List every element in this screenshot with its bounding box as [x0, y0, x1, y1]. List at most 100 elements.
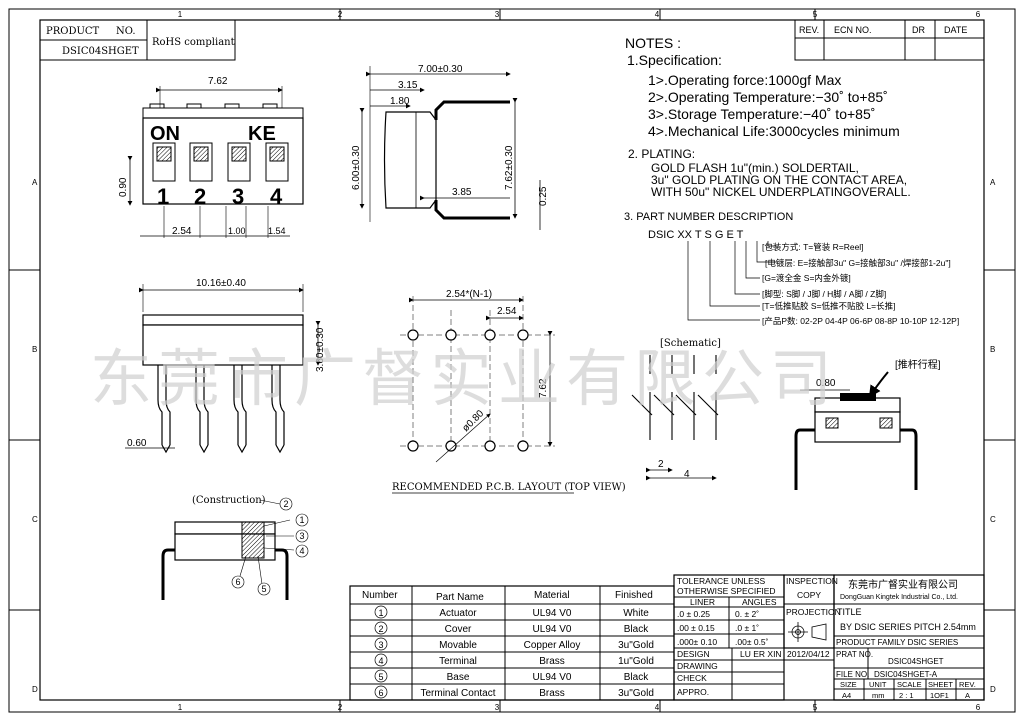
dim-100: 1.00 [228, 226, 246, 236]
top-view: 7.62 ON KE 1 2 3 4 0.90 2.54 1.00 1.54 [118, 76, 304, 238]
title-block: 东莞市广督实业有限公司 DongGuan Kingtek Industrial … [833, 574, 985, 701]
table-cell-number: 2 [378, 624, 383, 634]
pin-number-1: 1 [157, 184, 169, 209]
table-cell-number: 4 [378, 656, 383, 666]
grid-col-label: 2 [338, 703, 343, 712]
push-label: [推杆行程] [895, 358, 941, 371]
tol-row-2-angle: .0 ± 1˚ [735, 623, 759, 633]
front-view: 10.16±0.40 3.60±0.30 0.60 [125, 278, 326, 454]
pn-desc-1: [包装方式: T=管装 R=Reel] [762, 242, 864, 252]
grid-row-label: C [990, 515, 996, 524]
pn-desc-4: [脚型: S脚 / J脚 / H脚 / A脚 / Z脚] [762, 289, 886, 299]
dim-080: 0.80 [816, 378, 836, 389]
grid-ticks [9, 9, 1015, 712]
size-value: A4 [842, 691, 851, 700]
tol-row-2-liner: .00 ± 0.15 [677, 623, 715, 633]
inspection-label: INSPECTION [786, 576, 838, 586]
dim-360: 3.60±0.30 [315, 327, 326, 372]
grid-row-label: B [990, 345, 995, 354]
plating-line-1: GOLD FLASH 1u"(min.) SOLDERTAIL, [651, 161, 859, 175]
projection-symbol-icon [788, 622, 827, 642]
unit-value: mm [872, 691, 885, 700]
spec-item-1: 1>.Operating force:1000gf Max [648, 72, 841, 88]
table-cell-material: UL94 V0 [533, 672, 572, 683]
pn-code: DSIC XX T S G E T [648, 229, 744, 241]
schematic-dim-4: 4 [684, 469, 690, 480]
grid-col-label: 2 [338, 10, 343, 19]
grid-col-label: 1 [178, 10, 183, 19]
rohs-text: RoHS compliant [152, 37, 235, 48]
construction-callouts: 2 1 3 4 5 6 [231, 497, 309, 596]
tol-title-2: OTHERWISE SPECIFIED [677, 586, 776, 596]
sheet-header: SHEET [928, 680, 953, 689]
callout-4: 4 [299, 546, 304, 556]
pn-desc-3: [G=渡全金 S=内金外镀] [762, 273, 851, 283]
watermark: 东莞市广督实业有限公司 [90, 345, 838, 414]
dim-762-side: 7.62±0.30 [504, 145, 515, 190]
dim-025: 0.25 [538, 186, 549, 206]
pcb-dim-254: 2.54 [497, 306, 517, 317]
rev-header: REV. [799, 25, 819, 35]
construction-view: (Construction) 2 1 3 4 5 6 [161, 495, 309, 600]
tol-row-3-angle: .00± 0.5˚ [735, 637, 769, 647]
table-cell-part: Actuator [439, 608, 477, 619]
copy-label: COPY [797, 590, 821, 600]
row-number-circle [374, 605, 388, 619]
dim-315: 3.15 [398, 80, 418, 91]
pn-desc-5: [T=低推贴胶 S=低推不贴胶 L=长推] [762, 301, 895, 311]
table-cell-material: UL94 V0 [533, 608, 572, 619]
callout-3: 3 [299, 531, 304, 541]
date-header: DATE [944, 25, 967, 35]
rev-header-tb: REV. [959, 680, 976, 689]
grid-row-label: A [990, 178, 996, 187]
dim-385: 3.85 [452, 187, 472, 198]
tol-angles: ANGLES [742, 597, 777, 607]
notes: NOTES : 1.Specification: 1>.Operating fo… [624, 35, 959, 326]
table-cell-number: 6 [378, 688, 383, 698]
schematic: [Schematic] 2 4 [631, 338, 721, 481]
parts-header-finished: Finished [615, 590, 653, 601]
tol-row-1-liner: .0 ± 0.25 [677, 609, 710, 619]
construction-label: (Construction) [192, 495, 266, 506]
push-section: [推杆行程] 0.80 [794, 358, 941, 490]
pn-title: 3. PART NUMBER DESCRIPTION [624, 211, 793, 223]
dim-width-top: 7.62 [208, 76, 228, 87]
table-cell-finished: Black [624, 672, 649, 683]
tol-row-1-angle: 0. ± 2˚ [735, 609, 759, 619]
grid-col-label: 6 [976, 703, 981, 712]
product-label: PRODUCT [46, 26, 100, 37]
callout-2: 2 [283, 499, 288, 509]
dim-600: 6.00±0.30 [351, 145, 362, 190]
callout-5: 5 [261, 584, 266, 594]
spec-title: 1.Specification: [627, 52, 722, 68]
table-cell-finished: Black [624, 624, 649, 635]
pin-number-2: 2 [194, 184, 206, 209]
no-label: NO. [116, 26, 136, 37]
table-cell-material: Brass [539, 688, 565, 699]
dim-pitch-top: 2.54 [172, 226, 192, 237]
projection-label: PROJECTION [786, 607, 841, 617]
title-label: TITLE [837, 607, 862, 617]
inspection-block: INSPECTION COPY PROJECTION [783, 574, 841, 649]
part-no-label: PRAT NO. [836, 650, 873, 659]
plating-title: 2. PLATING: [628, 147, 695, 161]
ecn-header: ECN NO. [834, 25, 872, 35]
grid-col-label: 3 [495, 10, 500, 19]
tolerance-block: TOLERANCE UNLESS OTHERWISE SPECIFIED LIN… [673, 574, 834, 701]
dim-700: 7.00±0.30 [418, 64, 463, 75]
plating-line-2: 3u" GOLD PLATING ON THE CONTACT AREA, [651, 173, 907, 187]
row-number-circle [374, 669, 388, 683]
revision-block: REV. ECN NO. DR DATE [794, 19, 985, 61]
table-cell-finished: 3u"Gold [618, 688, 654, 699]
parts-header-material: Material [534, 590, 570, 601]
grid-row-label: C [32, 515, 38, 524]
table-cell-part: Base [447, 672, 470, 683]
rev-value: A [965, 691, 970, 700]
grid-col-label: 4 [655, 703, 660, 712]
table-cell-part: Cover [445, 624, 472, 635]
pin-number-4: 4 [270, 184, 283, 209]
schematic-dim-2: 2 [658, 459, 664, 470]
row-number-circle [374, 621, 388, 635]
part-no-value: DSIC04SHGET [888, 657, 944, 666]
